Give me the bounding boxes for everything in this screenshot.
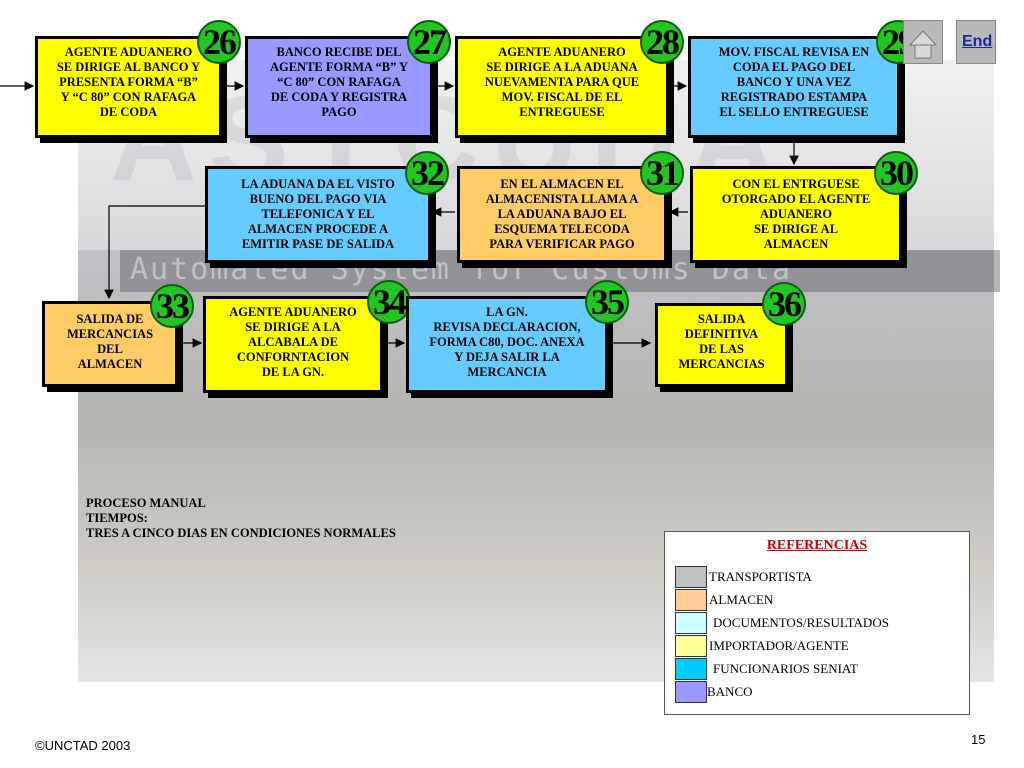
step-35-number: 35 (585, 280, 629, 324)
step-28-number: 28 (640, 20, 684, 64)
step-30-number: 30 (874, 151, 918, 195)
copyright-footer: ©UNCTAD 2003 (35, 738, 131, 753)
step-34-box: AGENTE ADUANERO SE DIRIGE A LA ALCABALA … (203, 296, 383, 393)
step-27-box: BANCO RECIBE DEL AGENTE FORMA “B” Y “C 8… (245, 36, 433, 138)
legend-swatch (675, 658, 707, 680)
legend-title: REFERENCIAS (766, 538, 868, 553)
notes-line-3: TRES A CINCO DIAS EN CONDICIONES NORMALE… (86, 526, 396, 540)
step-26-box: AGENTE ADUANERO SE DIRIGE AL BANCO Y PRE… (35, 36, 222, 138)
step-28-box: AGENTE ADUANERO SE DIRIGE A LA ADUANA NU… (455, 36, 669, 138)
legend-swatch (675, 635, 707, 657)
step-26-number: 26 (197, 20, 241, 64)
process-notes: PROCESO MANUAL TIEMPOS: TRES A CINCO DIA… (86, 496, 396, 541)
step-33-number: 33 (150, 284, 194, 328)
end-button-label: End (962, 33, 993, 50)
legend-label: FUNCIONARIOS SENIAT (713, 661, 858, 676)
legend-box: REFERENCIAS TRANSPORTISTA ALMACEN DOCUME… (664, 531, 970, 715)
end-button[interactable]: End (956, 20, 996, 64)
home-button[interactable] (903, 20, 943, 64)
notes-line-1: PROCESO MANUAL (86, 496, 206, 510)
legend-label: TRANSPORTISTA (709, 569, 812, 584)
legend-swatch (675, 612, 707, 634)
step-30-box: CON EL ENTRGUESE OTORGADO EL AGENTE ADUA… (690, 166, 902, 263)
step-31-number: 31 (640, 151, 684, 195)
arrow-32-33 (104, 205, 205, 300)
legend-label: BANCO (707, 684, 753, 699)
step-34-number: 34 (367, 280, 411, 324)
legend-label: IMPORTADOR/AGENTE (709, 638, 849, 653)
home-icon (908, 30, 938, 59)
step-27-number: 27 (407, 20, 451, 64)
legend-swatch (675, 681, 707, 703)
legend-label: DOCUMENTOS/RESULTADOS (713, 615, 889, 630)
step-31-box: EN EL ALMACEN EL ALMACENISTA LLAMA A LA … (457, 166, 667, 263)
legend-label: ALMACEN (709, 592, 774, 607)
step-32-box: LA ADUANA DA EL VISTO BUENO DEL PAGO VIA… (205, 166, 431, 263)
legend-swatch (675, 589, 707, 611)
step-29-box: MOV. FISCAL REVISA EN CODA EL PAGO DEL B… (688, 36, 900, 138)
step-32-number: 32 (405, 151, 449, 195)
legend-swatch (675, 566, 707, 588)
step-35-box: LA GN. REVISA DECLARACION, FORMA C80, DO… (406, 296, 608, 393)
page-number: 15 (971, 732, 986, 747)
notes-line-2: TIEMPOS: (86, 511, 148, 525)
step-36-number: 36 (762, 282, 806, 326)
